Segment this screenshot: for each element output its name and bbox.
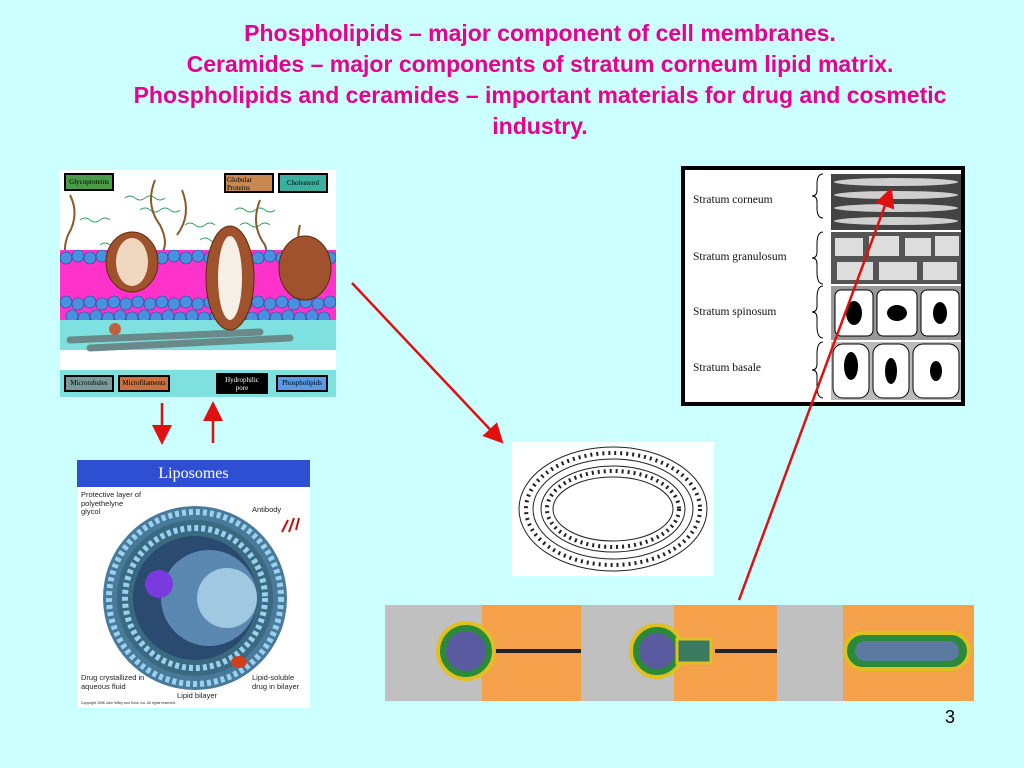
- slide-title: Phospholipids – major component of cell …: [40, 18, 1024, 142]
- title-line-1: Phospholipids – major component of cell …: [244, 20, 836, 46]
- stratum-spinosum-label: Stratum spinosum: [693, 306, 777, 318]
- stratum-granulosum-label: Stratum granulosum: [693, 251, 787, 263]
- drug-aqueous-label: Drug crystallized in aqueous fluid: [81, 673, 145, 691]
- copyright-text: Copyright 1996 John Wiley and Sons, Inc.…: [81, 701, 176, 705]
- stratum-diagram: Stratum corneum Stratum granulosum Strat…: [681, 166, 965, 406]
- title-line-2: Ceramides – major components of stratum …: [186, 51, 894, 77]
- stratum-corneum-label: Stratum corneum: [693, 194, 773, 206]
- title-line-4: industry.: [492, 113, 588, 139]
- liposome-illustration: [103, 506, 300, 690]
- liposomes-panel: Liposomes Protective layer of polyethely…: [77, 460, 310, 708]
- arrow-membrane-to-cross-section: [351, 282, 504, 444]
- membrane-illustration: [60, 179, 336, 397]
- stratum-basale-label: Stratum basale: [693, 362, 762, 374]
- title-line-3: Phospholipids and ceramides – important …: [133, 82, 947, 108]
- page-number: 3: [945, 707, 956, 727]
- cholesterol-label: Cholesterol: [278, 173, 328, 193]
- liposome-bilayer-illustration: [518, 446, 708, 572]
- lipid-soluble-drug-label: Lipid-soluble drug in bilayer: [252, 673, 300, 691]
- cell-membrane-diagram: Glycoproteins Globular Proteins Choleste…: [60, 170, 336, 397]
- glycoproteins-label: Glycoproteins: [64, 173, 114, 191]
- microfilaments-label: Microfilaments: [118, 375, 170, 392]
- hydrophilic-pore-label: Hydrophilic pore: [216, 373, 268, 394]
- globular-proteins-label: Globular Proteins: [224, 173, 274, 193]
- peg-layer-label: Protective layer of polyethelyne glycol: [81, 490, 142, 516]
- liposome-cross-section: [512, 442, 714, 576]
- stratum-canvas: Stratum corneum Stratum granulosum Strat…: [685, 170, 961, 402]
- fusion-illustration: [436, 605, 974, 701]
- fusion-sequence-strip: [385, 605, 974, 701]
- antibody-label: Antibody: [252, 505, 282, 514]
- liposomes-title: Liposomes: [77, 460, 310, 487]
- microtubules-label: Microtubules: [64, 375, 114, 392]
- lipid-bilayer-label: Lipid bilayer: [177, 691, 218, 700]
- phospholipids-label: Phospholipids: [276, 375, 328, 392]
